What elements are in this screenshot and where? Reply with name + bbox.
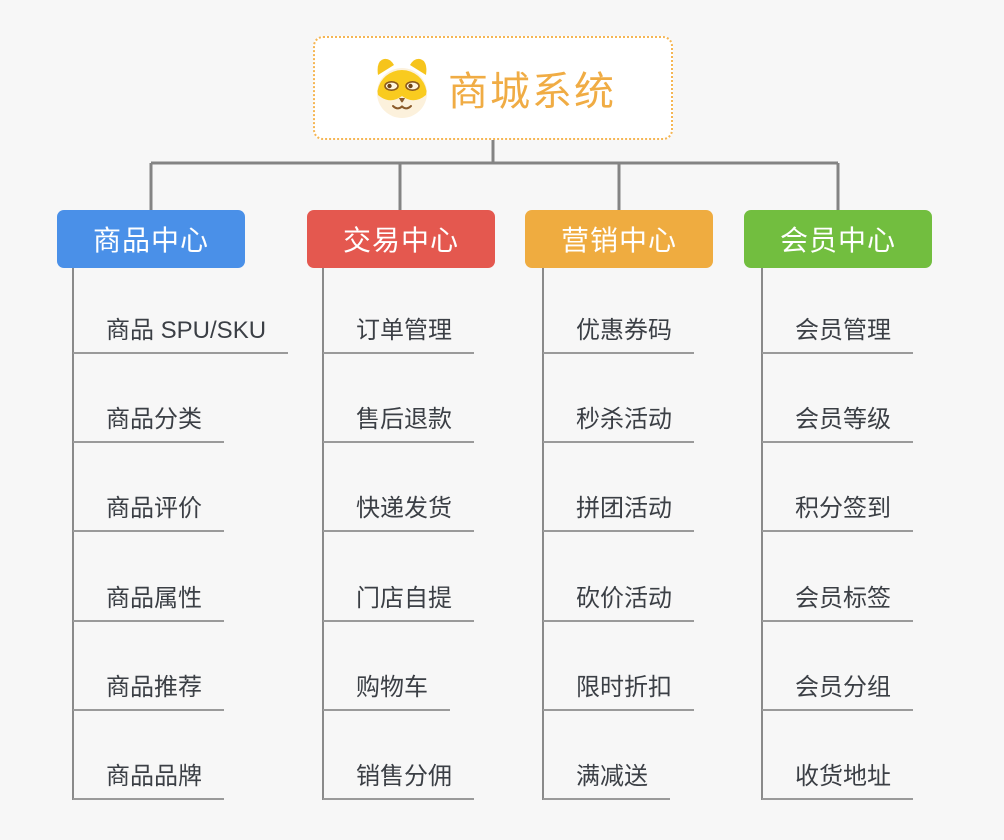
leaf-member-tag[interactable]: 会员标签 — [762, 580, 913, 622]
leaf-coupon-code[interactable]: 优惠券码 — [543, 312, 694, 354]
leaf-product-attribute[interactable]: 商品属性 — [73, 580, 224, 622]
leaf-store-pickup[interactable]: 门店自提 — [323, 580, 474, 622]
branch-header-marketing-center[interactable]: 营销中心 — [525, 210, 713, 268]
leaf-sales-commission[interactable]: 销售分佣 — [323, 758, 474, 800]
leaf-shipping-address[interactable]: 收货地址 — [762, 758, 913, 800]
branch-header-member-center[interactable]: 会员中心 — [744, 210, 932, 268]
leaf-member-group[interactable]: 会员分组 — [762, 669, 913, 711]
leaf-product-brand[interactable]: 商品品牌 — [73, 758, 224, 800]
root-title: 商城系统 — [448, 70, 616, 114]
leaf-bargain-activity[interactable]: 砍价活动 — [543, 580, 694, 622]
branch-header-trade-center[interactable]: 交易中心 — [307, 210, 495, 268]
leaf-after-sales-refund[interactable]: 售后退款 — [323, 401, 474, 443]
leaf-member-level[interactable]: 会员等级 — [762, 401, 913, 443]
branch-header-product-center[interactable]: 商品中心 — [57, 210, 245, 268]
leaf-order-management[interactable]: 订单管理 — [323, 312, 474, 354]
leaf-time-limited-discount[interactable]: 限时折扣 — [543, 669, 694, 711]
leaf-member-management[interactable]: 会员管理 — [762, 312, 913, 354]
leaf-product-category[interactable]: 商品分类 — [73, 401, 224, 443]
leaf-express-delivery[interactable]: 快递发货 — [323, 490, 474, 532]
leaf-product-spu-sku[interactable]: 商品 SPU/SKU — [73, 312, 289, 354]
leaf-points-checkin[interactable]: 积分签到 — [762, 490, 913, 532]
leaf-full-reduction[interactable]: 满减送 — [543, 758, 670, 800]
leaf-group-buy[interactable]: 拼团活动 — [543, 490, 694, 532]
leaf-flash-sale[interactable]: 秒杀活动 — [543, 401, 694, 443]
leaf-shopping-cart[interactable]: 购物车 — [323, 669, 450, 711]
leaf-product-review[interactable]: 商品评价 — [73, 490, 224, 532]
dog-face-icon — [377, 58, 427, 118]
level1-connectors — [149, 140, 840, 210]
root-node-mall-system[interactable]: 商城系统 — [313, 36, 673, 140]
leaf-product-recommend[interactable]: 商品推荐 — [73, 669, 224, 711]
